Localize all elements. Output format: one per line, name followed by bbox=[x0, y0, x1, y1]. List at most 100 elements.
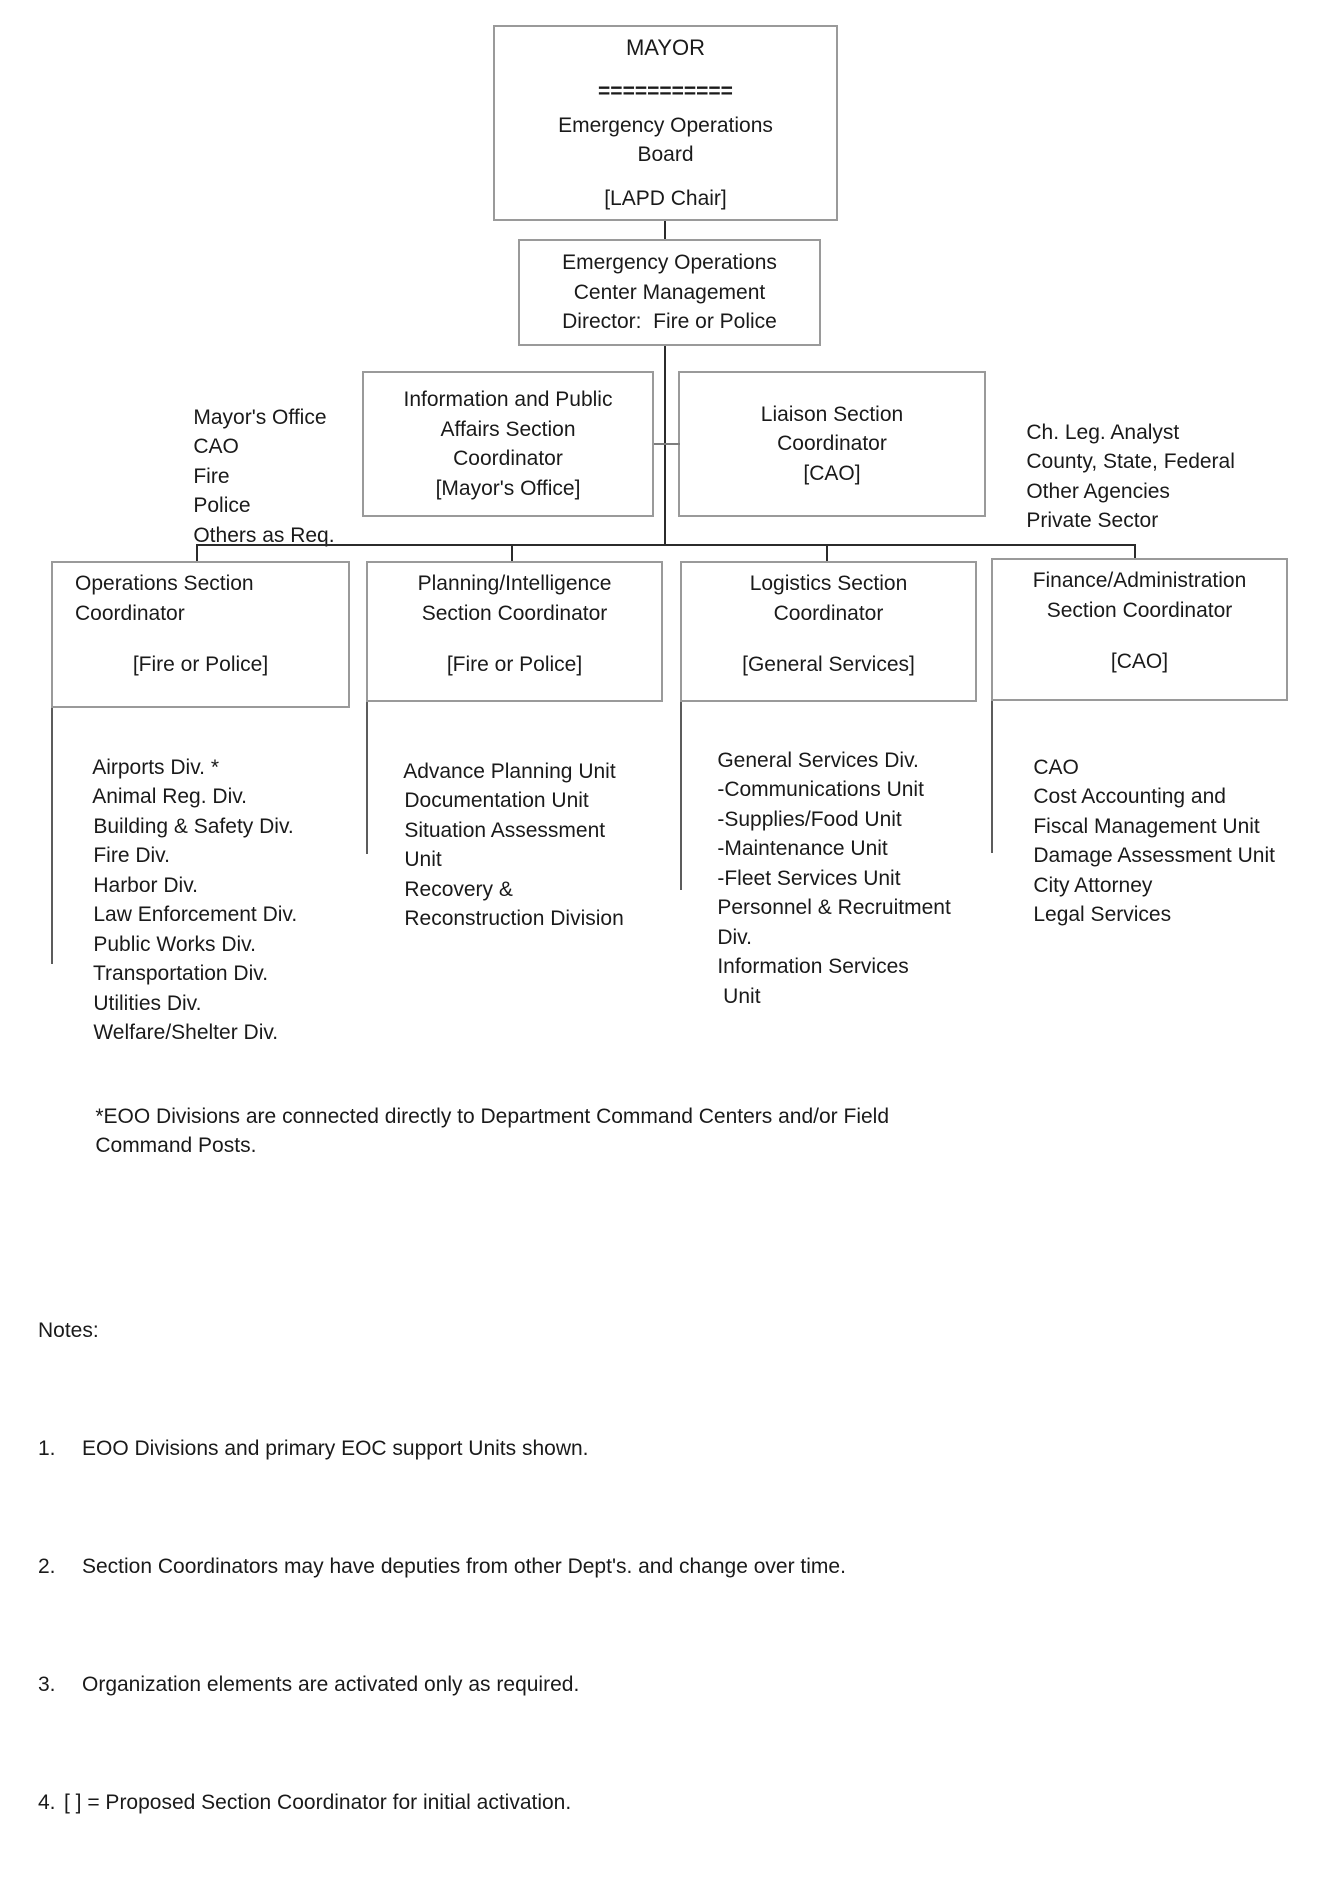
eob-member-5: Others as Req. bbox=[193, 523, 335, 547]
note-item-1: 1. EOO Divisions and primary EOC support… bbox=[38, 1434, 1198, 1464]
liaison-line1: Liaison Section bbox=[760, 402, 904, 426]
logistics-item-8: Information Services bbox=[717, 955, 909, 978]
planning-item-5: Recovery & bbox=[404, 877, 513, 901]
connector-trunk-to-info-affairs bbox=[654, 443, 666, 445]
eob-member-1: Mayor's Office bbox=[193, 405, 327, 429]
finance-title-line1: Finance/Administration bbox=[1032, 569, 1247, 592]
node-operations-section: Operations Section Coordinator [Fire or … bbox=[51, 561, 350, 708]
operations-agency: [Fire or Police] bbox=[132, 653, 269, 676]
node-mayor: MAYOR =========== Emergency Operations B… bbox=[493, 25, 838, 221]
finance-title-line2: Section Coordinator bbox=[1046, 598, 1233, 622]
note-number-3: 3. bbox=[38, 1673, 56, 1696]
logistics-item-2: -Communications Unit bbox=[717, 778, 924, 801]
operations-list-rule bbox=[51, 708, 53, 964]
operations-item-7: Public Works Div. bbox=[93, 932, 256, 956]
connector-drop-finance bbox=[1134, 544, 1136, 562]
liaison-agency-4: Private Sector bbox=[1026, 509, 1159, 532]
finance-item-2: Cost Accounting and bbox=[1033, 785, 1226, 808]
node-logistics-section: Logistics Section Coordinator [General S… bbox=[680, 561, 977, 702]
logistics-item-7: Div. bbox=[717, 925, 752, 949]
connector-drop-logistics bbox=[826, 544, 828, 562]
mayor-chair: [LAPD Chair] bbox=[604, 186, 727, 210]
operations-title-line1: Operations Section bbox=[75, 572, 254, 595]
connector-drop-operations bbox=[196, 544, 198, 562]
operations-item-8: Transportation Div. bbox=[92, 962, 269, 985]
liaison-agency-3: Other Agencies bbox=[1026, 479, 1170, 503]
logistics-item-3: -Supplies/Food Unit bbox=[717, 807, 902, 831]
notes-block: Notes: 1. EOO Divisions and primary EOC … bbox=[38, 1257, 1198, 1877]
planning-agency: [Fire or Police] bbox=[446, 653, 583, 676]
connector-trunk-to-liaison bbox=[663, 443, 680, 445]
operations-item-10: Welfare/Shelter Div. bbox=[93, 1021, 279, 1044]
note-text-4: [ ] = Proposed Section Coordinator for i… bbox=[64, 1791, 572, 1814]
finance-list-rule bbox=[991, 701, 993, 853]
eob-member-3: Fire bbox=[193, 464, 230, 488]
logistics-unit-list: General Services Div. -Communications Un… bbox=[694, 716, 1004, 1041]
finance-item-1: CAO bbox=[1033, 755, 1079, 779]
note-number-1: 1. bbox=[38, 1437, 56, 1460]
footnote-eoo-divisions: *EOO Divisions are connected directly to… bbox=[72, 1072, 1152, 1190]
logistics-item-5: -Fleet Services Unit bbox=[717, 866, 901, 890]
mayor-board-line2: Board bbox=[637, 143, 694, 167]
note-number-2: 2. bbox=[38, 1555, 56, 1578]
mayor-title: MAYOR bbox=[625, 34, 706, 60]
finance-item-6: Legal Services bbox=[1033, 903, 1172, 926]
mayor-board-line1: Emergency Operations bbox=[558, 113, 773, 137]
logistics-item-9: Unit bbox=[717, 984, 761, 1008]
connector-distribution-bar bbox=[196, 544, 1136, 546]
node-planning-section: Planning/Intelligence Section Coordinato… bbox=[366, 561, 663, 702]
liaison-agency-2: County, State, Federal bbox=[1026, 450, 1235, 473]
org-chart-canvas: MAYOR =========== Emergency Operations B… bbox=[38, 25, 1320, 1814]
logistics-agency: [General Services] bbox=[742, 653, 915, 676]
info-affairs-line1: Information and Public bbox=[403, 388, 613, 411]
planning-item-3: Situation Assessment bbox=[404, 818, 606, 842]
eoc-line2: Center Management bbox=[573, 280, 766, 304]
note-liaison-agencies: Ch. Leg. Analyst County, State, Federal … bbox=[1003, 388, 1303, 565]
logistics-list-rule bbox=[680, 702, 682, 890]
eoc-line3: Director: Fire or Police bbox=[562, 310, 777, 334]
node-eoc-management: Emergency Operations Center Management D… bbox=[518, 239, 821, 346]
liaison-agency-1: Ch. Leg. Analyst bbox=[1026, 420, 1180, 444]
logistics-item-4: -Maintenance Unit bbox=[717, 837, 888, 860]
eob-member-2: CAO bbox=[193, 435, 239, 458]
eob-member-4: Police bbox=[193, 494, 251, 517]
footnote-line1: *EOO Divisions are connected directly to… bbox=[95, 1104, 890, 1128]
connector-mayor-to-eoc bbox=[664, 221, 666, 239]
finance-item-4: Damage Assessment Unit bbox=[1033, 844, 1275, 867]
note-eob-members: Mayor's Office CAO Fire Police Others as… bbox=[170, 373, 370, 580]
operations-division-list: Airports Div. * Animal Reg. Div. Buildin… bbox=[70, 723, 370, 1077]
finance-item-5: City Attorney bbox=[1033, 873, 1153, 897]
node-info-public-affairs: Information and Public Affairs Section C… bbox=[362, 371, 654, 517]
operations-item-9: Utilities Div. bbox=[93, 991, 202, 1015]
node-finance-section: Finance/Administration Section Coordinat… bbox=[991, 558, 1288, 701]
planning-list-rule bbox=[366, 702, 368, 854]
mayor-separator: =========== bbox=[598, 79, 733, 103]
info-affairs-line2: Affairs Section bbox=[440, 417, 576, 441]
operations-item-6: Law Enforcement Div. bbox=[93, 903, 298, 926]
eoc-line1: Emergency Operations bbox=[562, 251, 777, 275]
info-affairs-line3: Coordinator bbox=[453, 447, 563, 470]
notes-heading: Notes: bbox=[38, 1319, 99, 1342]
planning-unit-list: Advance Planning Unit Documentation Unit… bbox=[381, 727, 681, 963]
note-text-3: Organization elements are activated only… bbox=[82, 1673, 580, 1696]
planning-item-6: Reconstruction Division bbox=[404, 907, 624, 930]
finance-item-3: Fiscal Management Unit bbox=[1033, 814, 1260, 838]
note-text-1: EOO Divisions and primary EOC support Un… bbox=[82, 1437, 589, 1460]
finance-agency: [CAO] bbox=[1110, 650, 1169, 673]
logistics-item-1: General Services Div. bbox=[717, 748, 919, 772]
node-liaison: Liaison Section Coordinator [CAO] bbox=[678, 371, 986, 517]
operations-item-4: Fire Div. bbox=[93, 844, 170, 867]
connector-drop-planning bbox=[511, 544, 513, 562]
operations-item-5: Harbor Div. bbox=[93, 873, 198, 897]
note-item-3: 3. Organization elements are activated o… bbox=[38, 1670, 1198, 1700]
connector-main-trunk bbox=[664, 346, 666, 546]
info-affairs-line4: [Mayor's Office] bbox=[435, 476, 581, 500]
planning-title-line1: Planning/Intelligence bbox=[417, 572, 612, 595]
liaison-line2: Coordinator bbox=[777, 432, 887, 456]
operations-item-1: Airports Div. * bbox=[92, 755, 219, 779]
finance-unit-list: CAO Cost Accounting and Fiscal Managemen… bbox=[1010, 723, 1320, 959]
note-text-2: Section Coordinators may have deputies f… bbox=[82, 1555, 846, 1578]
logistics-item-6: Personnel & Recruitment bbox=[717, 896, 951, 919]
operations-item-3: Building & Safety Div. bbox=[93, 814, 294, 838]
logistics-title-line2: Coordinator bbox=[773, 601, 884, 625]
